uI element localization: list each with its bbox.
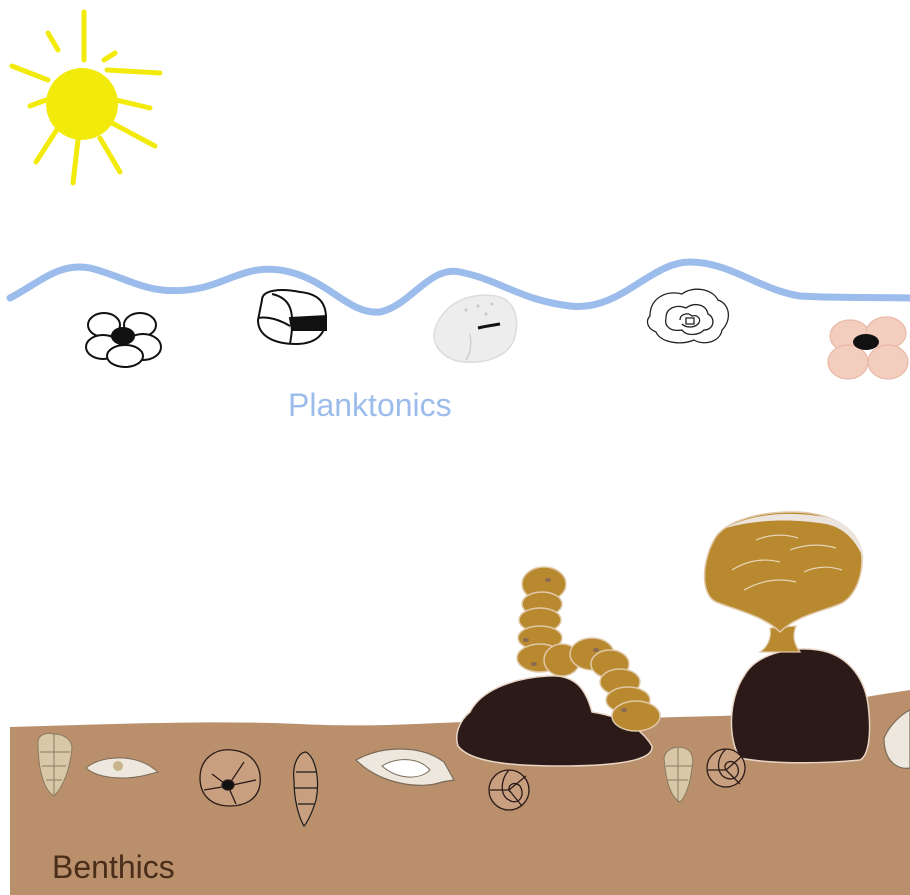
- planktonics-label: Planktonics: [288, 387, 452, 423]
- planktonic-foram-icon: [648, 289, 729, 343]
- benthic-foram-icon: [200, 750, 260, 806]
- encrusting-foram-icon: [705, 512, 865, 652]
- planktonic-foram-icon: [434, 295, 517, 362]
- planktonic-foram-icon: [86, 313, 161, 367]
- rock-icon: [731, 649, 869, 763]
- benthic-foram-icon: [707, 749, 745, 787]
- planktonic-foram-icon: [258, 290, 326, 344]
- benthics-label: Benthics: [52, 849, 175, 885]
- planktonic-foram-icon: [828, 317, 908, 379]
- benthic-foram-icon: [489, 770, 529, 810]
- sun-icon: [12, 12, 160, 183]
